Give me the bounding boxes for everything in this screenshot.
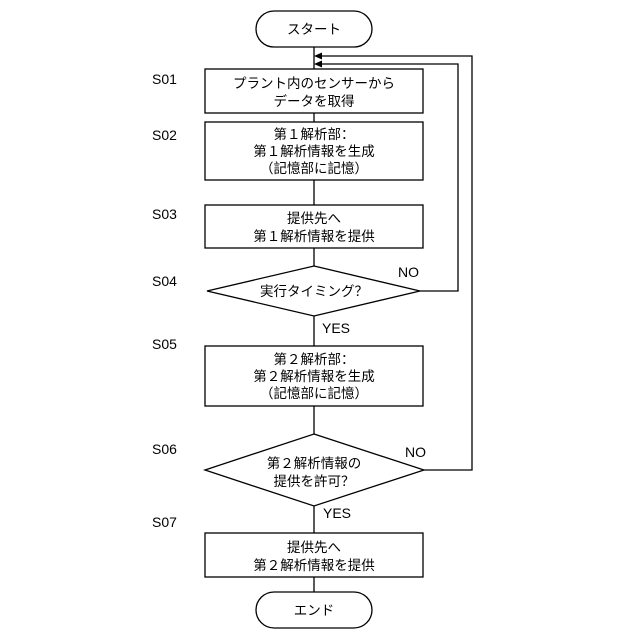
step-text-s05-line3: （記憶部に記憶） xyxy=(260,385,368,402)
step-text-s02-line3: （記憶部に記憶） xyxy=(260,160,368,177)
branch-label-s04-yes: YES xyxy=(322,320,350,336)
terminal-end-label: エンド xyxy=(294,603,335,619)
step-label-s07: S07 xyxy=(152,514,177,530)
step-s04: S04 実行タイミング？ NO YES xyxy=(152,264,420,336)
step-label-s02: S02 xyxy=(152,127,177,143)
arrowhead-loop-s04 xyxy=(314,61,322,68)
step-s02: S02 第１解析部： 第１解析情報を生成 （記憶部に記憶） xyxy=(152,122,423,180)
branch-label-s06-no: NO xyxy=(405,444,426,460)
step-text-s02-line1: 第１解析部： xyxy=(274,126,355,143)
step-label-s05: S05 xyxy=(152,336,177,352)
step-label-s03: S03 xyxy=(152,206,177,222)
step-s05: S05 第２解析部： 第２解析情報を生成 （記憶部に記憶） xyxy=(152,336,423,406)
step-s06: S06 第２解析情報の 提供を許可？ NO YES xyxy=(152,434,426,521)
step-text-s02-line2: 第１解析情報を生成 xyxy=(253,143,375,160)
step-label-s04: S04 xyxy=(152,273,177,289)
step-text-s03-line2: 第１解析情報を提供 xyxy=(253,228,375,245)
terminal-start-label: スタート xyxy=(287,22,341,38)
step-text-s05-line1: 第２解析部： xyxy=(274,351,355,368)
step-text-s07-line2: 第２解析情報を提供 xyxy=(253,557,375,574)
terminal-end: エンド xyxy=(256,592,372,628)
step-text-s01-line1: プラント内のセンサーから xyxy=(233,76,395,92)
step-s01: S01 プラント内のセンサーから データを取得 xyxy=(152,69,423,113)
step-text-s06-line2: 提供を許可？ xyxy=(274,474,355,490)
step-text-s03-line1: 提供先へ xyxy=(287,211,341,227)
arrowhead-loop-s06 xyxy=(314,53,322,60)
branch-label-s04-no: NO xyxy=(398,264,419,280)
terminal-start: スタート xyxy=(256,11,372,47)
step-text-s07-line1: 提供先へ xyxy=(287,540,341,556)
loop-s06-no xyxy=(318,56,472,470)
step-s03: S03 提供先へ 第１解析情報を提供 xyxy=(152,205,423,248)
step-text-s04-line1: 実行タイミング？ xyxy=(260,284,368,300)
step-label-s06: S06 xyxy=(152,441,177,457)
branch-label-s06-yes: YES xyxy=(323,505,351,521)
step-text-s05-line2: 第２解析情報を生成 xyxy=(253,368,375,385)
step-text-s06-line1: 第２解析情報の xyxy=(267,455,362,472)
step-label-s01: S01 xyxy=(152,71,177,87)
step-text-s01-line2: データを取得 xyxy=(274,93,355,110)
step-s07: S07 提供先へ 第２解析情報を提供 xyxy=(152,514,423,577)
